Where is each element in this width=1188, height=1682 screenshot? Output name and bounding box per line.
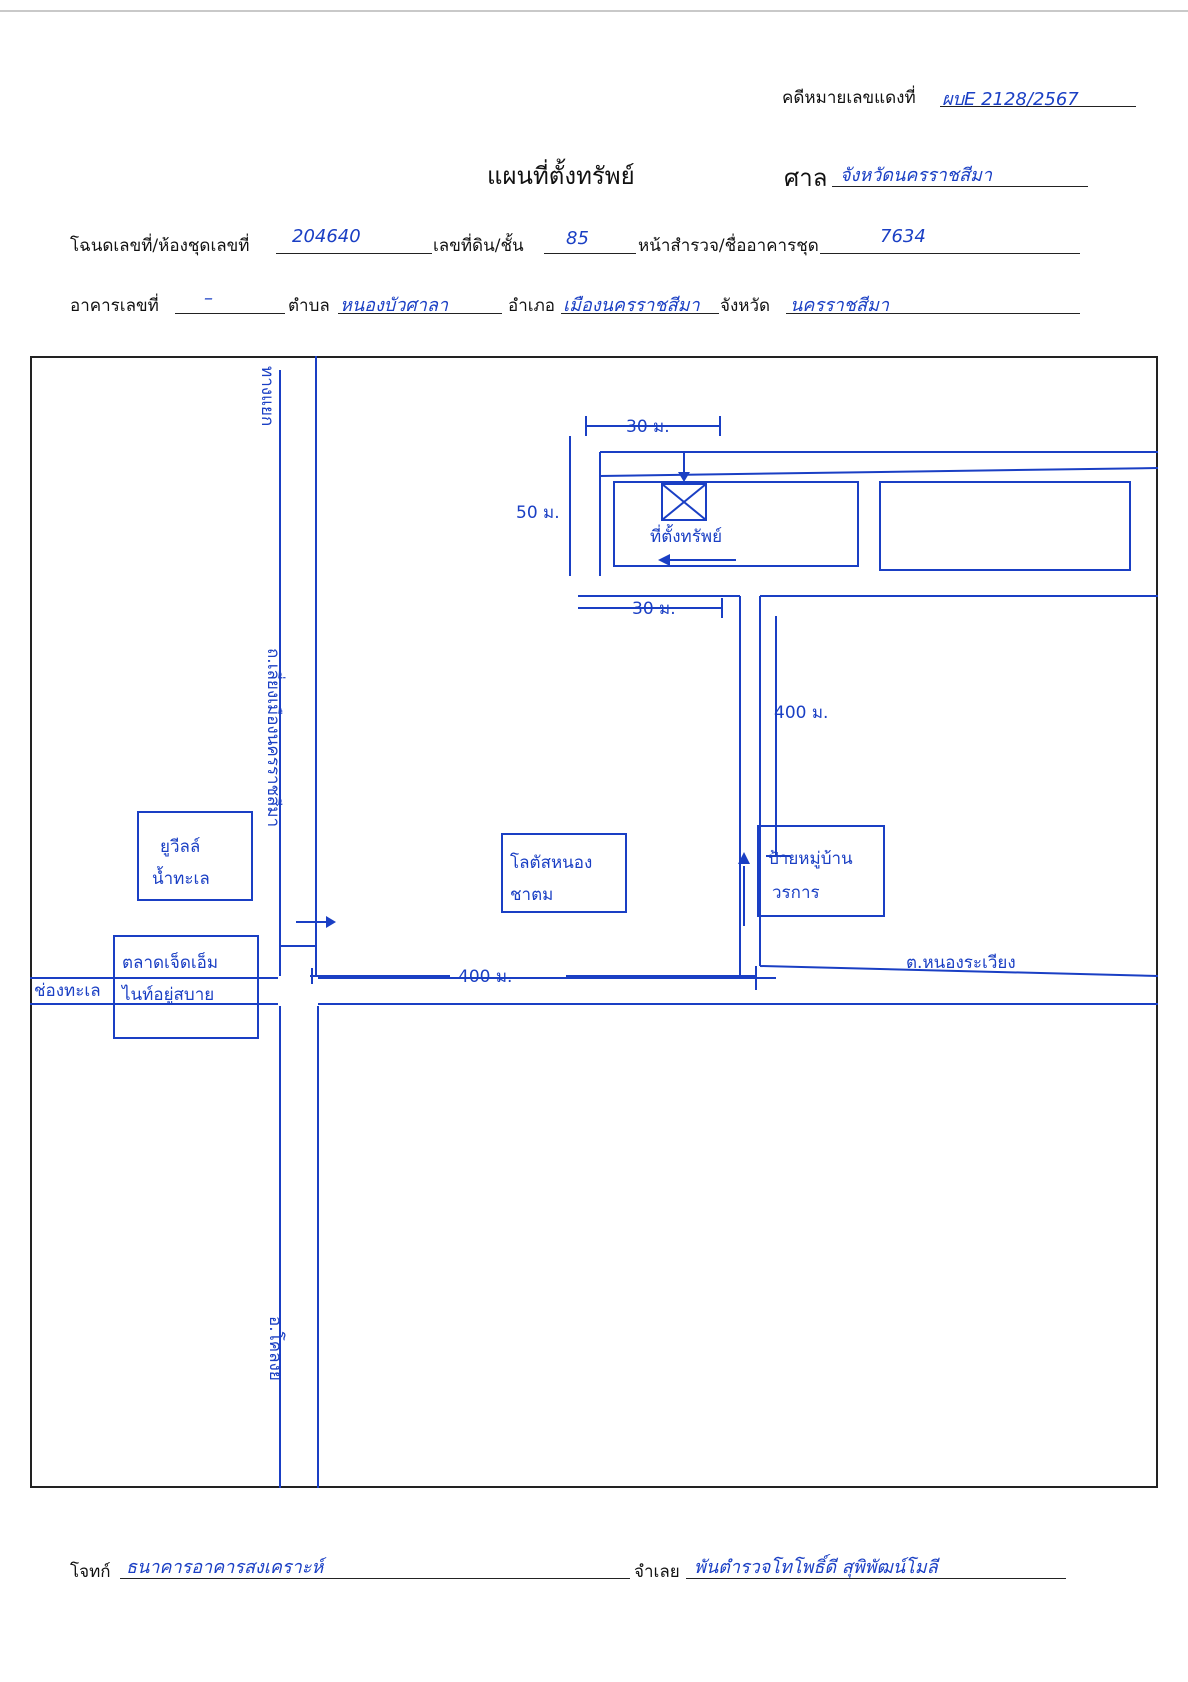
building-label: อาคารเลขที่ [70,296,159,316]
upper-lane-bottom [599,467,1158,477]
subdistrict-underline [338,313,502,314]
defendant-value: พันตำรวจโทโพธิ์ดี สุพิพัฒน์โมลี [694,1557,938,1578]
page-title: แผนที่ตั้งทรัพย์ [487,162,635,190]
land-no-underline [544,253,636,254]
map-frame [30,356,1158,1488]
building-underline [175,313,285,314]
dim-top-label: 30 ม. [626,417,670,437]
top-rule [0,10,1188,12]
case-underline [940,106,1136,107]
property-plot [613,481,859,567]
place-2-line1: ตลาดเจ็ดเอ็ม [122,951,218,973]
defendant-label: จำเลย [634,1562,680,1582]
road-top-label: ทางแยก [257,366,277,426]
place-3-line2: ชาตม [510,885,553,905]
place-1-box [137,811,253,901]
plaintiff-label: โจทก์ [70,1562,111,1582]
place-2-box [113,935,259,1039]
place-4-line2: วรการ [772,883,820,903]
survey-value: 7634 [880,226,926,247]
defendant-underline [686,1578,1066,1579]
cross-road-upper-right [759,965,1158,977]
province-underline [786,313,1080,314]
deed-label: โฉนดเลขที่/ห้องชุดเลขที่ [70,236,250,256]
province-value: นครราชสีมา [790,295,889,316]
bottom-road-label: อ.โคลงย [265,1316,286,1381]
location-map: ทางแยก ถ.เลี่ยงเมืองนครราชสีมา อ.โคลงย ช… [30,356,1158,1488]
place-3-line1: โลตัสหนอง [510,852,592,873]
left-road-label: ช่องทะเล [34,981,101,1001]
dim-vertical-label: 400 ม. [774,703,828,723]
place-3-box [501,833,627,913]
survey-underline [820,253,1080,254]
property-label: ที่ตั้งทรัพย์ [650,524,722,547]
main-road-label: ถ.เลี่ยงเมืองนครราชสีมา [263,648,286,827]
land-no-label: เลขที่ดิน/ชั้น [433,236,524,256]
dim-horizontal-label: 400 ม. [458,967,512,987]
subdistrict-value: หนองบัวศาลา [340,295,448,316]
dim-mid-label: 30 ม. [632,599,676,619]
dim-side-label: 50 ม. [516,503,560,523]
court-underline [832,186,1088,187]
arrow-north-icon [738,852,750,864]
property-marker-box [661,483,707,521]
deed-value: 204640 [292,226,361,247]
arrow-south-icon [678,472,690,482]
arrow-west-icon [658,554,670,566]
neighbor-plot [879,481,1131,571]
district-value: เมืองนครราชสีมา [563,295,700,316]
district-underline [561,313,719,314]
property-marker-cross-b [661,483,707,521]
province-label: จังหวัด [720,296,771,316]
land-no-value: 85 [566,228,589,249]
court-label: ศาล [784,164,828,192]
right-road-label: ต.หนองระเวียง [906,953,1016,973]
subdistrict-label: ตำบล [288,296,330,316]
building-value: – [204,288,213,309]
arrow-east-icon [326,916,336,928]
place-2-line2: ไนท์อยู่สบาย [120,984,214,1005]
place-1-line1: ยูวีลล์ [160,837,200,857]
place-4-line1: ป้ายหมู่บ้าน [768,849,853,869]
plaintiff-underline [120,1578,630,1579]
plaintiff-value: ธนาคารอาคารสงเคราะห์ [126,1557,324,1578]
deed-underline [276,253,432,254]
case-number: ผบE 2128/2567 [942,89,1079,110]
case-label: คดีหมายเลขแดงที่ [782,88,916,108]
court-value: จังหวัดนครราชสีมา [840,165,992,186]
place-1-line2: น้ำทะเล [152,866,210,889]
survey-label: หน้าสำรวจ/ชื่ออาคารชุด [638,236,819,256]
place-4-box [757,825,885,917]
district-label: อำเภอ [508,296,555,316]
